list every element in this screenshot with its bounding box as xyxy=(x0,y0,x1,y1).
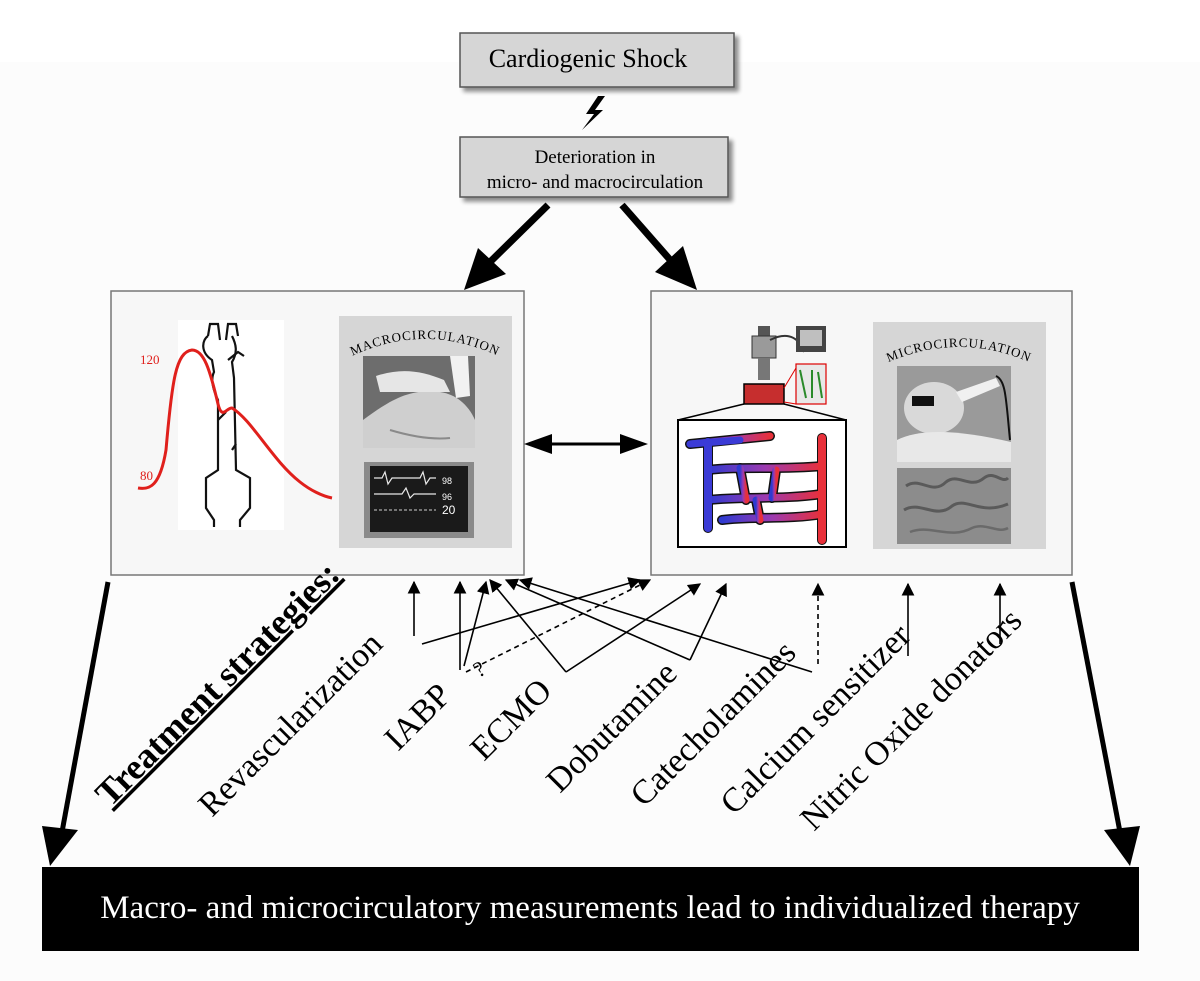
palpation-photo xyxy=(363,356,475,448)
bottom-banner-text: Macro- and microcirculatory measurements… xyxy=(100,890,1080,926)
patient-photo xyxy=(897,366,1011,462)
arrow-right-to-banner xyxy=(1069,581,1140,866)
deterioration-line1: Deterioration in xyxy=(535,147,656,168)
arrow-left-to-banner xyxy=(42,581,111,866)
treatment-connectors xyxy=(407,577,1007,673)
svg-text:98: 98 xyxy=(442,476,452,486)
pressure-high-label: 120 xyxy=(140,352,160,367)
arrow-to-micro xyxy=(619,202,697,290)
cardiogenic-shock-box: Cardiogenic Shock xyxy=(459,32,735,88)
bottom-banner: Macro- and microcirculatory measurements… xyxy=(42,867,1139,951)
bidirectional-arrow xyxy=(524,434,648,454)
arterial-pressure-curve xyxy=(137,348,333,500)
microscope-device-icon xyxy=(743,326,827,405)
lightning-icon xyxy=(582,96,605,130)
svg-text:96: 96 xyxy=(442,492,452,502)
microcirculation-panel: MICROCIRCULATION xyxy=(650,290,1073,576)
cardiogenic-shock-title: Cardiogenic Shock xyxy=(489,44,688,73)
aorta-icon xyxy=(202,322,252,527)
arrow-to-macro xyxy=(464,202,551,290)
capillary-network xyxy=(677,419,847,548)
zoom-line-right xyxy=(783,403,847,421)
deterioration-line2: micro- and macrocirculation xyxy=(487,172,704,193)
macrocirculation-panel: 120 80 MACROCIRCULATION 98 96 20 xyxy=(110,290,525,576)
monitor-photo: 98 96 20 xyxy=(364,462,474,538)
zoom-line-left xyxy=(677,403,745,421)
deterioration-box: Deterioration in micro- and macrocircula… xyxy=(459,136,729,198)
capillary-photo xyxy=(897,468,1011,544)
pressure-low-label: 80 xyxy=(140,468,153,483)
svg-text:20: 20 xyxy=(442,503,456,517)
